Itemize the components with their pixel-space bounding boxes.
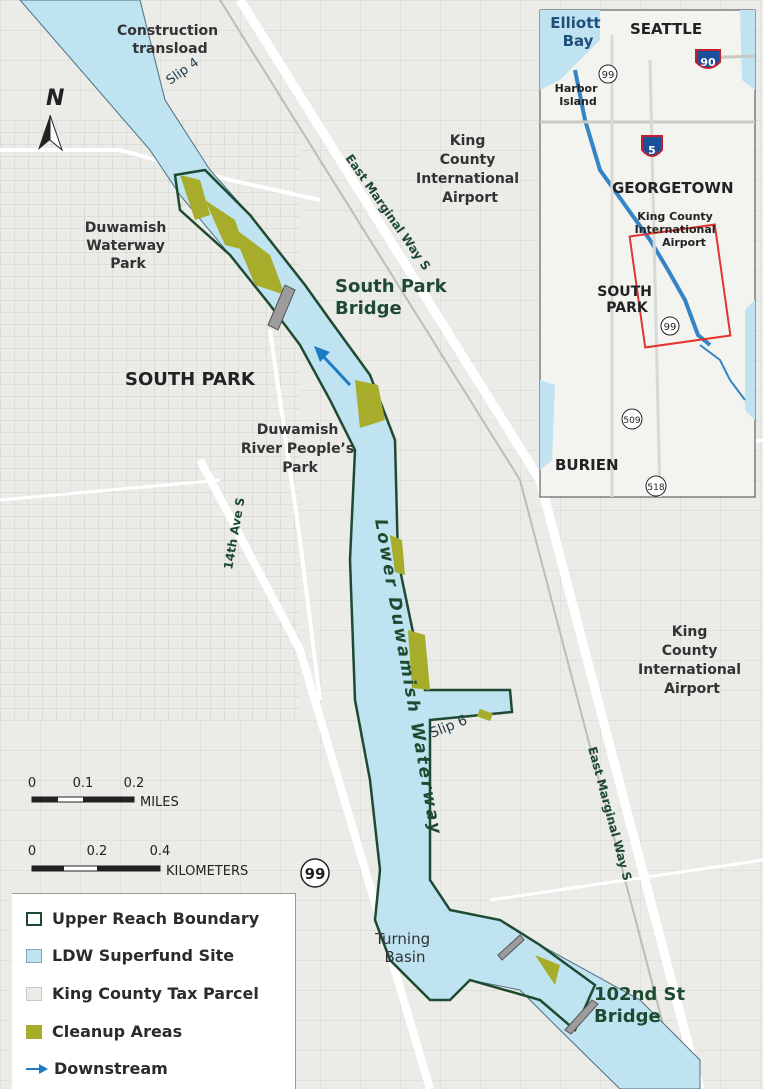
highway-99-shield-icon: 99 [300, 858, 330, 888]
legend-label: King County Tax Parcel [52, 984, 259, 1003]
svg-text:KILOMETERS: KILOMETERS [166, 864, 248, 879]
label-south-park-bridge: South Park Bridge [335, 276, 453, 319]
legend-label: Downstream [54, 1059, 168, 1078]
north-label: N [46, 86, 64, 111]
downstream-arrow-icon [314, 346, 352, 387]
inset-shield-99b-icon: 99 [660, 316, 680, 336]
legend-label: Cleanup Areas [52, 1022, 183, 1041]
olive-box-icon [26, 1024, 42, 1039]
legend-item-boundary: Upper Reach Boundary [26, 909, 259, 928]
label-people-park: Duwamish River People’s Park [241, 422, 359, 476]
svg-text:MILES: MILES [140, 795, 179, 810]
svg-text:99: 99 [602, 70, 615, 81]
legend-label: LDW Superfund Site [52, 946, 235, 965]
svg-text:0.2: 0.2 [87, 844, 108, 859]
inset-label-airport: King County International Airport [635, 210, 720, 249]
inset-label-burien: BURIEN [555, 456, 619, 474]
svg-text:99: 99 [305, 865, 326, 883]
gray-box-icon [26, 986, 42, 1001]
svg-text:99: 99 [664, 322, 677, 333]
svg-text:0: 0 [28, 844, 36, 859]
scale-bar-kilometers: 0 0.2 0.4 KILOMETERS [28, 844, 248, 879]
arrow-icon [26, 1063, 48, 1074]
residential-parcels [0, 120, 300, 720]
label-turning-basin: Turning Basin [374, 930, 435, 966]
label-102nd-bridge: 102nd St Bridge [594, 984, 691, 1027]
label-south-park: SOUTH PARK [125, 369, 256, 390]
label-airport-right: King County International Airport [638, 624, 746, 697]
inset-label-seattle: SEATTLE [630, 20, 702, 38]
svg-text:0.4: 0.4 [150, 844, 171, 859]
cleanup-areas [180, 175, 560, 985]
outline-box-icon [26, 911, 42, 926]
svg-text:509: 509 [623, 416, 640, 426]
legend-item-parcel: King County Tax Parcel [26, 984, 259, 1003]
bridges [267, 284, 599, 1035]
legend: Upper Reach Boundary LDW Superfund Site … [12, 893, 296, 1089]
blue-box-icon [26, 948, 42, 963]
label-airport-top: King County International Airport [416, 133, 524, 206]
legend-item-cleanup: Cleanup Areas [26, 1022, 182, 1041]
inset-label-harbor-island: Harbor Island [555, 82, 602, 108]
inset-label-south-park: SOUTH PARK [597, 284, 657, 316]
svg-text:518: 518 [647, 483, 664, 493]
inset-shield-509-icon: 509 [621, 408, 643, 430]
inset-shield-i5-icon: 5 [641, 135, 663, 157]
svg-text:0.1: 0.1 [73, 776, 94, 791]
svg-text:0.2: 0.2 [124, 776, 145, 791]
inset-map: Elliott Bay SEATTLE Harbor Island GEORGE… [539, 9, 756, 498]
legend-item-downstream: Downstream [26, 1059, 168, 1078]
inset-focus-box [628, 223, 732, 349]
inset-shield-99-icon: 99 [598, 64, 618, 84]
label-construction-transload: Construction transload [117, 23, 223, 57]
inset-shield-i90-icon: 90 [695, 49, 721, 69]
svg-text:90: 90 [700, 56, 716, 69]
north-arrow-icon: N [38, 86, 64, 152]
scale-bar-miles: 0 0.1 0.2 MILES [28, 776, 179, 810]
label-duwamish-waterway-park: Duwamish Waterway Park [85, 220, 172, 272]
svg-text:5: 5 [648, 144, 656, 157]
svg-text:0: 0 [28, 776, 36, 791]
legend-label: Upper Reach Boundary [52, 909, 260, 928]
legend-item-ldw: LDW Superfund Site [26, 946, 234, 965]
inset-label-elliott-bay: Elliott Bay [550, 14, 606, 50]
inset-shield-518-icon: 518 [645, 475, 667, 497]
inset-label-georgetown: GEORGETOWN [612, 179, 734, 197]
